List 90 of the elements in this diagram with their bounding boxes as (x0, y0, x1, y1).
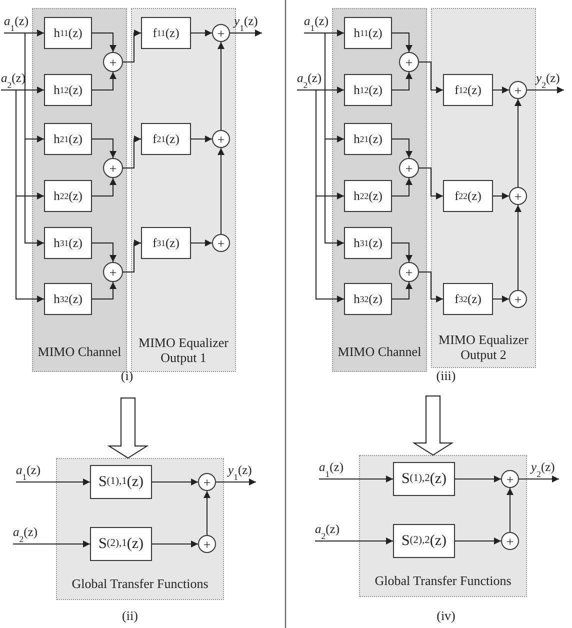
output-label: y$_{2}$(z) (536, 69, 564, 90)
arrow (492, 192, 510, 200)
summing-junction: + (212, 234, 230, 252)
arrow (418, 62, 444, 94)
arrow (92, 178, 116, 196)
output-label: y$_{1}$(z) (234, 12, 262, 33)
arrow (190, 240, 212, 246)
arrow (218, 148, 224, 234)
arrow (190, 136, 212, 142)
arrow (296, 90, 344, 302)
arrow (152, 540, 198, 548)
summing-junction: + (212, 130, 230, 148)
summing-junction: + (103, 158, 123, 178)
arrow (4, 32, 44, 246)
panel-label: Global Transfer Functions (374, 573, 512, 588)
block-arrow (107, 398, 149, 459)
arrow (92, 282, 116, 300)
transfer-panel (56, 458, 224, 600)
channel-panel (32, 8, 127, 372)
panel-label: MIMO Equalizer Output 2 (438, 332, 530, 362)
signal-label: a$_{1}$(z) (319, 458, 347, 479)
arrow (304, 32, 344, 246)
signal-label: a$_{2}$(z) (315, 520, 343, 541)
equalizer-panel (431, 8, 536, 368)
arrow (392, 72, 412, 90)
arrow (526, 86, 564, 94)
signal-label: a$_{1}$(z) (16, 461, 44, 482)
signal-label: a$_{1}$(z) (304, 12, 331, 33)
summing-junction: + (198, 473, 216, 491)
arrow (454, 476, 502, 482)
panel-caption: (i) (120, 368, 134, 384)
summing-junction: + (509, 187, 527, 205)
signal-label: a$_{1}$(z) (4, 12, 31, 33)
arrow (152, 478, 198, 486)
arrow (514, 98, 522, 188)
summing-junction: + (399, 262, 419, 282)
arrow (0, 90, 44, 302)
arrow (204, 490, 210, 536)
panel-caption: (iii) (435, 368, 457, 384)
arrow (392, 282, 412, 300)
panel-label: MIMO Channel (36, 344, 122, 359)
output-label: y$_{2}$(z) (531, 458, 559, 479)
summing-junction: + (198, 535, 216, 553)
arrow (418, 168, 444, 200)
arrow (454, 538, 502, 544)
arrow (492, 86, 510, 94)
arrow (190, 30, 212, 36)
summing-junction: + (212, 24, 230, 42)
arrow (12, 540, 90, 548)
summing-junction: + (501, 470, 519, 488)
signal-label: a$_{2}$(z) (13, 523, 41, 544)
channel-panel (332, 8, 427, 372)
arrow (216, 478, 256, 486)
summing-junction: + (509, 290, 527, 308)
arrow (314, 538, 394, 544)
summing-junction: + (501, 532, 519, 550)
arrow (92, 242, 116, 262)
arrow (392, 138, 412, 158)
arrow (506, 488, 514, 532)
arrow (514, 204, 522, 290)
summing-junction: + (399, 52, 419, 72)
panel-label: MIMO Channel (336, 344, 422, 359)
arrow (218, 42, 224, 130)
signal-label: a$_{2}$(z) (297, 69, 324, 90)
arrow (392, 178, 412, 196)
panel-label: MIMO Equalizer Output 1 (138, 335, 230, 365)
arrow (16, 478, 90, 486)
arrow (92, 32, 116, 52)
summing-junction: + (103, 262, 123, 282)
arrow (318, 476, 394, 482)
summing-junction: + (509, 81, 527, 99)
summing-junction: + (399, 158, 419, 178)
panel-caption: (ii) (121, 608, 139, 624)
arrow (92, 138, 116, 158)
arrow (122, 240, 142, 272)
arrow (230, 30, 262, 36)
arrow (392, 32, 412, 52)
block-arrow (412, 396, 454, 456)
arrow (122, 136, 142, 168)
panel-label: Global Transfer Functions (70, 576, 210, 591)
arrow (418, 272, 444, 302)
arrow (92, 72, 116, 90)
arrow (392, 242, 412, 262)
panel-caption: (iv) (436, 608, 456, 624)
summing-junction: + (103, 52, 123, 72)
transfer-panel (359, 455, 527, 597)
arrow (518, 476, 560, 482)
output-label: y$_{1}$(z) (228, 461, 256, 482)
arrow (122, 30, 142, 62)
arrow (492, 296, 510, 302)
